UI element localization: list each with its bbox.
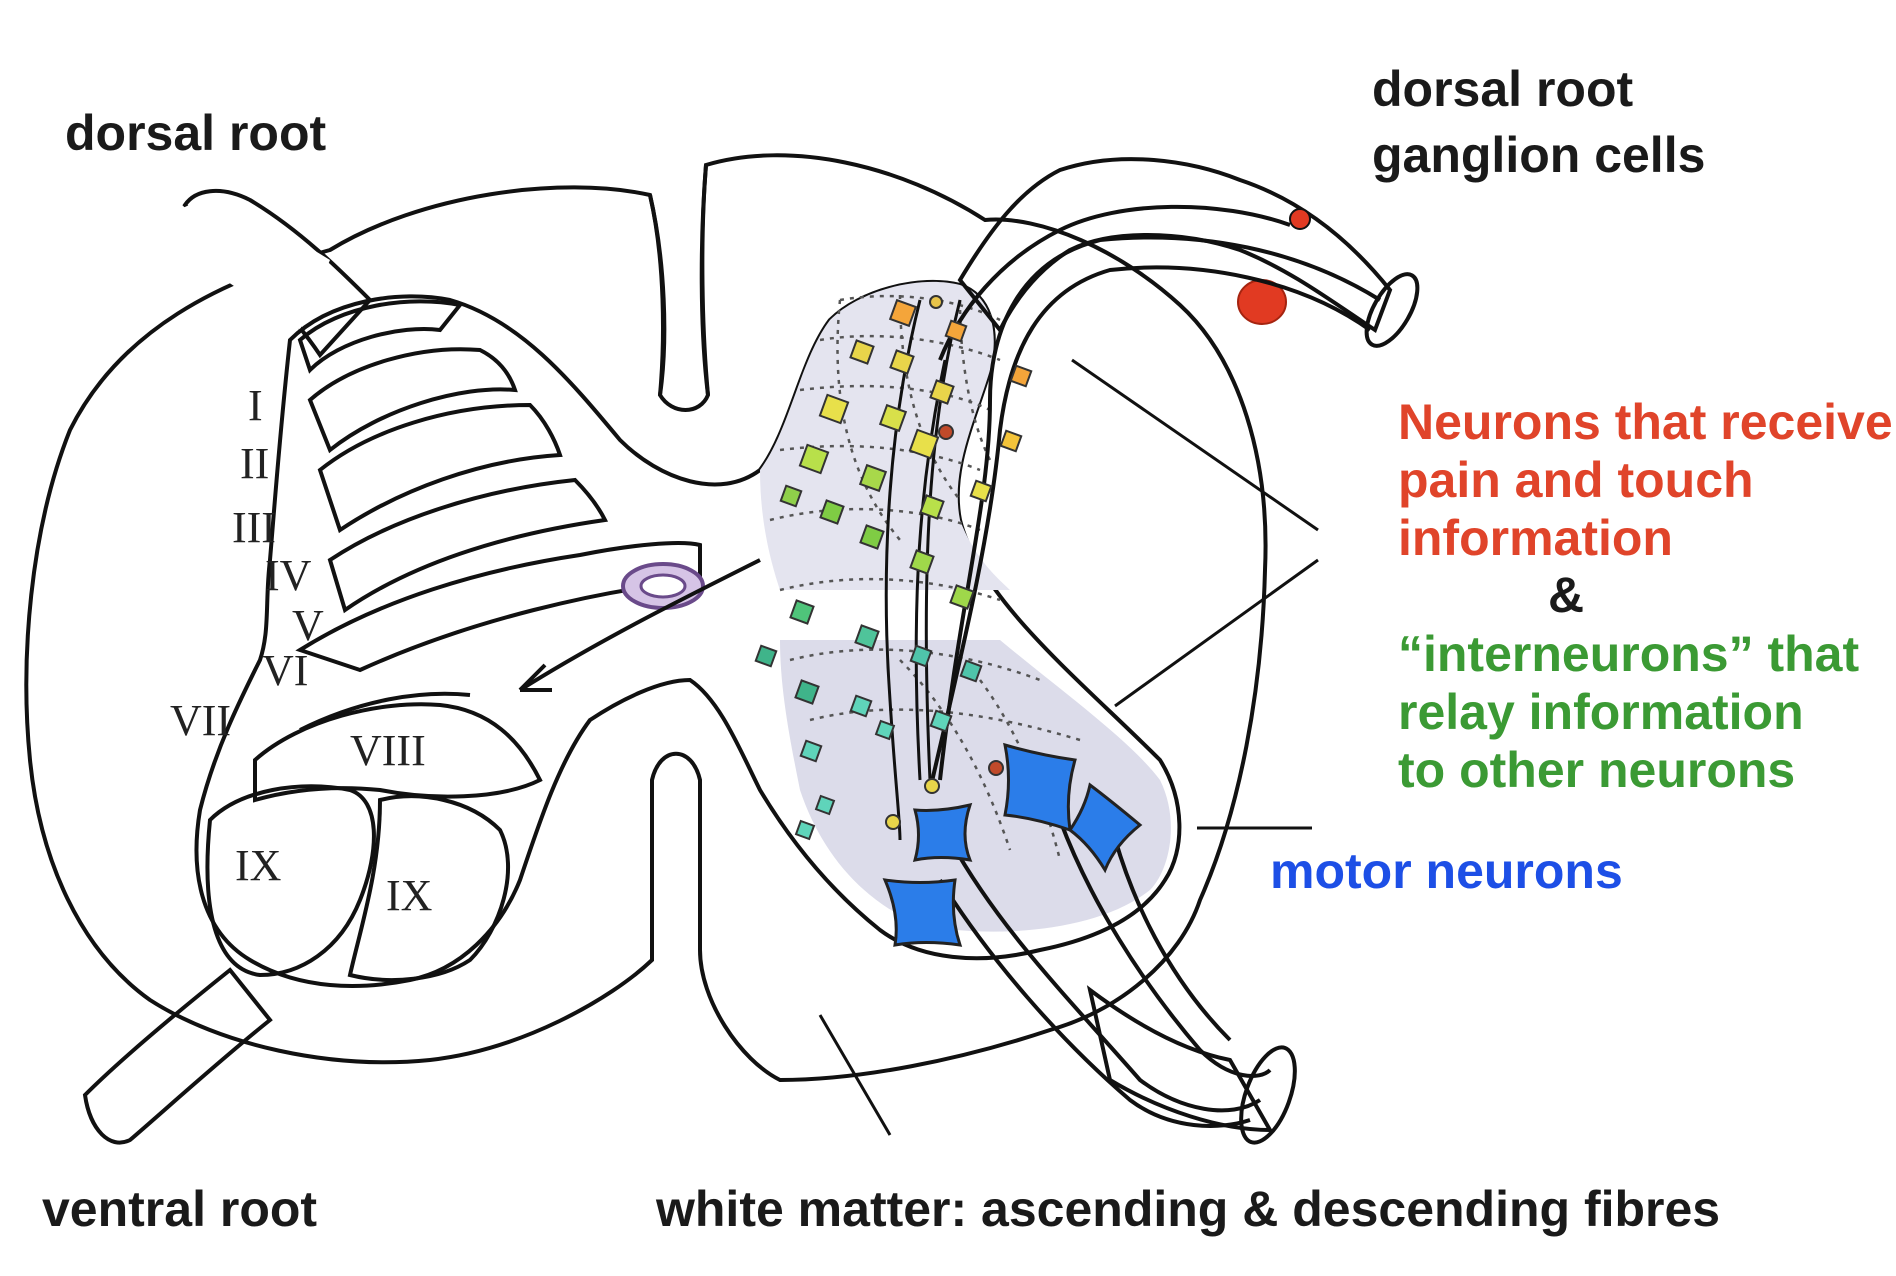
pain-touch-label-line1: Neurons that receive — [1398, 394, 1893, 450]
sensory-fibres — [928, 204, 1382, 791]
right-ventral-root — [1086, 985, 1274, 1133]
ventral-root-label: ventral root — [42, 1181, 317, 1237]
pain-touch-neurons — [779, 298, 1033, 610]
lamina-VIII-label: VIII — [350, 726, 426, 775]
ventral-root — [82, 967, 273, 1145]
ampersand-label: & — [1548, 567, 1584, 623]
right-dorsal-horn-region — [760, 281, 1010, 590]
lamina-II-label: II — [240, 439, 269, 488]
right-ventral-horn-region — [780, 640, 1171, 932]
motor-neurons-label: motor neurons — [1270, 843, 1623, 899]
central-canal-inner — [639, 573, 687, 599]
descending-arrow — [518, 558, 761, 692]
lamina-IV-label: IV — [265, 551, 312, 600]
right-ventral-root-end — [1239, 1045, 1297, 1145]
pain-touch-label-line2: pain and touch — [1398, 452, 1754, 508]
lamina-VI-label: VI — [262, 646, 308, 695]
motor-neurons — [882, 742, 1143, 947]
lamina-band-4 — [327, 477, 609, 614]
white-matter-label: white matter: ascending & descending fib… — [655, 1181, 1720, 1237]
lamina-I-label: I — [248, 381, 263, 430]
dorsal-root-label: dorsal root — [65, 105, 326, 161]
fibre-endings — [885, 295, 1004, 830]
ganglion-cell-small — [1289, 208, 1311, 230]
lamina-V-label: V — [292, 601, 324, 650]
interneuron-label-line2: relay information — [1398, 684, 1804, 740]
lamina-IX-right-label: IX — [386, 871, 432, 920]
lamina-VII-divider — [299, 691, 471, 732]
lamina-VII-label: VII — [170, 696, 231, 745]
lamina-III-label: III — [232, 503, 276, 552]
motor-axons — [938, 819, 1272, 1128]
lamina-band-2 — [307, 347, 518, 454]
lamina-band-5 — [295, 541, 702, 673]
lamina-IX-right — [347, 794, 510, 982]
lamina-IX-left — [205, 784, 376, 978]
lamina-IX-left-label: IX — [235, 841, 281, 890]
interneuron-label-line1: “interneurons” that — [1398, 626, 1859, 682]
dorsal-root-ganglion-label-line1: dorsal root — [1372, 61, 1633, 117]
right-laminae-dotted-lines — [769, 294, 1081, 861]
dorsal-root-ganglion-label-line2: ganglion cells — [1372, 127, 1705, 183]
pain-touch-label-line3: information — [1398, 510, 1673, 566]
right-dorsal-root-end — [1364, 272, 1420, 348]
lamina-band-1 — [297, 299, 464, 374]
left-dorsal-root-body — [160, 200, 330, 330]
pointer-lines — [818, 358, 1319, 1136]
lamina-band-3 — [317, 402, 563, 534]
interneuron-label-line3: to other neurons — [1398, 742, 1795, 798]
interneurons — [754, 599, 983, 841]
descending-arrowhead — [518, 663, 552, 692]
dorsal-median-sulcus — [648, 164, 710, 396]
